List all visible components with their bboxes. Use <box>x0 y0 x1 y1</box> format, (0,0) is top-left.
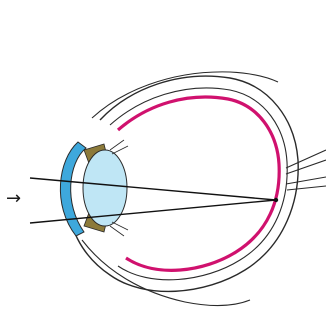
retina-layer <box>118 97 279 270</box>
light-direction-arrow-icon: → <box>6 190 21 208</box>
optic-nerve <box>286 150 326 190</box>
upper-lid-curve <box>92 72 278 118</box>
focal-point <box>274 198 278 202</box>
cornea <box>60 142 86 236</box>
